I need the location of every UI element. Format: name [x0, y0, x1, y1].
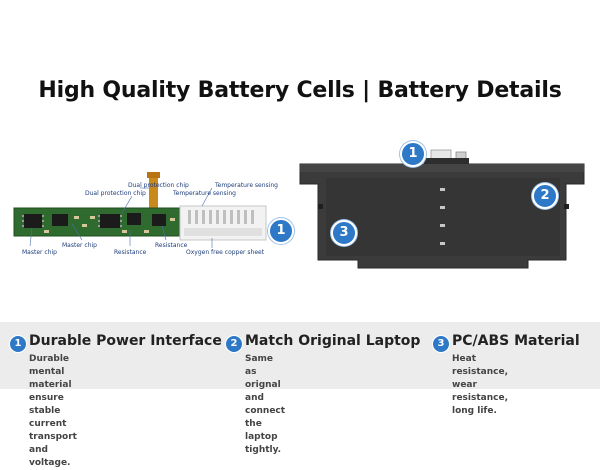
feature-number-badge: 1 [9, 335, 27, 353]
label-master-chip: Master chip [22, 249, 57, 256]
label-dual-protection-chip: Dual protection chip [85, 190, 146, 197]
feature-description: Durable mental material ensure stable cu… [29, 354, 77, 468]
label-master-chip: Master chip [62, 242, 97, 249]
label-temperature-sensing: Temperature sensing [215, 182, 278, 189]
feature-number-badge: 2 [225, 335, 243, 353]
label-temperature-sensing: Temperature sensing [173, 190, 236, 197]
pcb-illustration [12, 168, 284, 260]
label-resistance: Resistance [155, 242, 188, 249]
label-resistance: Resistance [114, 249, 147, 256]
feature-description: Heat resistance, wear resistance, long l… [452, 354, 508, 416]
battery-pack-illustration [296, 140, 592, 276]
badge-number-1: 1 [400, 141, 426, 167]
feature-number-badge: 3 [432, 335, 450, 353]
feature-title: Match Original Laptop [245, 333, 421, 349]
badge-number-1: 1 [268, 218, 294, 244]
feature-description: Same as orignal and connect the laptop t… [245, 354, 286, 455]
page-title: High Quality Battery Cells | Battery Det… [38, 78, 562, 103]
label-oxygen-free-copper-sheet: Oxygen free copper sheet [186, 249, 265, 256]
label-dual-protection-chip: Dual protection chip [128, 182, 189, 189]
badge-number-3: 3 [331, 220, 357, 246]
feature-title: Durable Power Interface [29, 333, 222, 349]
badge-number-2: 2 [532, 183, 558, 209]
features-band [0, 322, 600, 389]
feature-title: PC/ABS Material [452, 333, 580, 349]
